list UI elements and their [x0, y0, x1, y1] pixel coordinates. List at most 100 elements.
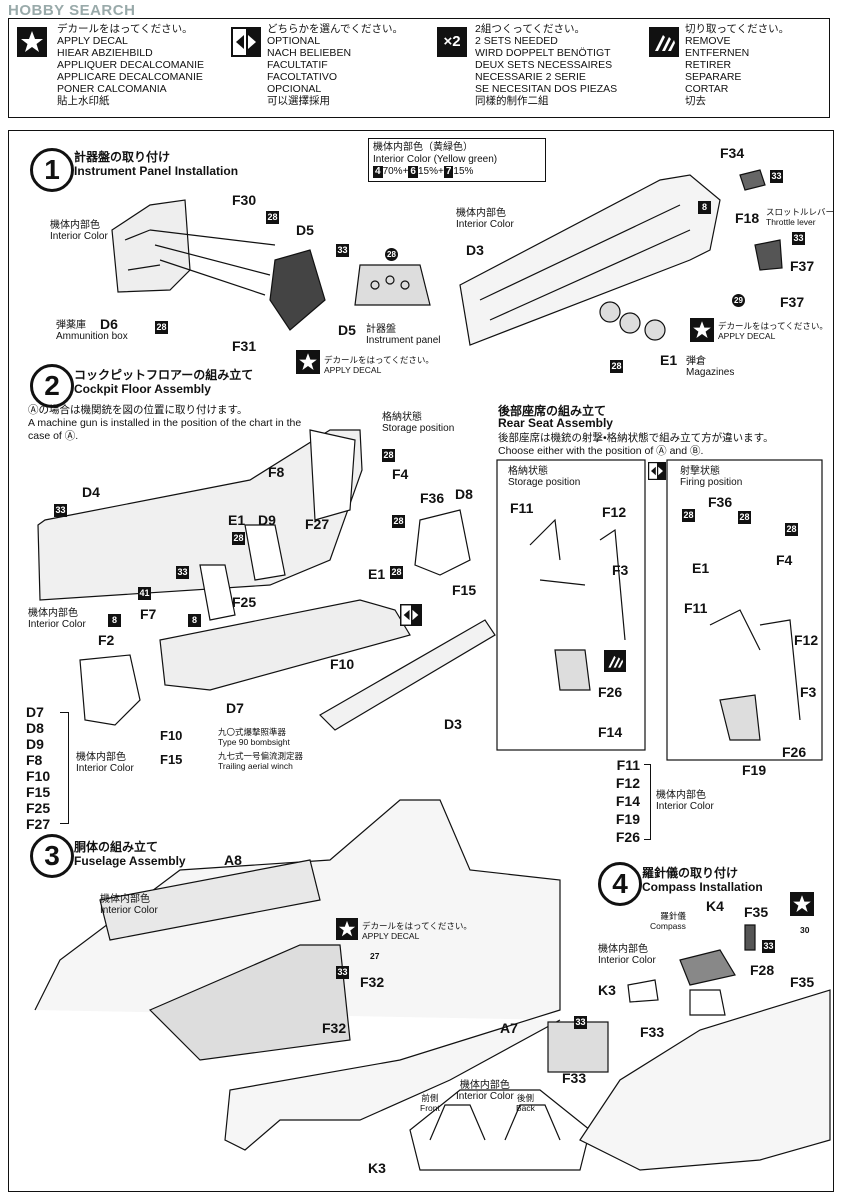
part-label: F32 [322, 1020, 347, 1036]
paint-badge: 28 [385, 248, 398, 261]
x2-icon: ×2 [437, 27, 467, 57]
list-bracket [60, 712, 69, 824]
part-label: F36 [420, 490, 445, 506]
paint-badge: 8 [698, 201, 711, 214]
part-label: F11 [684, 600, 708, 616]
paint-badge: 33 [336, 966, 349, 979]
paint-badge: 33 [770, 170, 783, 183]
part-label: F36 [708, 494, 733, 510]
part-label: D5 [338, 322, 356, 338]
paint-badge: 33 [54, 504, 67, 517]
optional-arrows-icon [400, 604, 422, 626]
part-label: F15 [452, 582, 477, 598]
step-2-title-jp: コックピットフロアーの組み立て [74, 368, 254, 382]
part-label: F25 [232, 594, 257, 610]
part-label: F10 [160, 728, 183, 743]
step-3-number: 3 [30, 834, 74, 878]
part-label: F30 [232, 192, 257, 208]
list-bracket [644, 764, 651, 840]
part-label: F12 [602, 504, 627, 520]
paint-badge: 33 [176, 566, 189, 579]
part-label: F32 [360, 974, 385, 990]
decal-star-icon [17, 27, 47, 57]
paint-badge: 28 [155, 321, 168, 334]
step-2-number: 2 [30, 364, 74, 408]
part-label: F28 [750, 962, 775, 978]
part-label: F35 [744, 904, 769, 920]
decal-star-icon [690, 318, 714, 342]
rear-seat-note: 後部座席は機銃の射撃•格納状態で組み立て方が違います。Choose either… [498, 432, 774, 457]
color-mix-box: 機体内部色（黄緑色） Interior Color (Yellow green)… [368, 138, 546, 182]
paint-badge: 41 [138, 587, 151, 600]
paint-number: 6 [408, 166, 418, 178]
part-label: F35 [790, 974, 815, 990]
step-1-title-jp: 計器盤の取り付け [74, 150, 171, 164]
paint-number-label: 30 [800, 925, 810, 935]
part-label: F37 [780, 294, 805, 310]
instruction-sheet [8, 130, 834, 1192]
part-label: F27 [305, 516, 330, 532]
part-label: F10 [330, 656, 355, 672]
part-label: F3 [800, 684, 817, 700]
part-label: F37 [790, 258, 815, 274]
part-label: F34 [720, 145, 745, 161]
part-label: E1 [660, 352, 678, 368]
part-label: F11 [510, 500, 534, 516]
rear-seat-title-jp: 後部座席の組み立て [498, 404, 607, 418]
decal-star-icon [336, 918, 358, 940]
decal-star-icon [296, 350, 320, 374]
paint-badge: 28 [785, 523, 798, 536]
part-label: F4 [776, 552, 793, 568]
cut-remove-icon [604, 650, 626, 672]
part-label: F33 [640, 1024, 665, 1040]
paint-badge: 28 [738, 511, 751, 524]
part-label: F8 [268, 464, 285, 480]
part-label: F31 [232, 338, 257, 354]
part-label: F12 [794, 632, 819, 648]
paint-badge: 28 [266, 211, 279, 224]
part-label: D5 [296, 222, 314, 238]
step-1-title-en: Instrument Panel Installation [74, 164, 239, 178]
rear-seat-title-en: Rear Seat Assembly [498, 416, 613, 430]
part-label: F19 [742, 762, 767, 778]
paint-badge: 33 [574, 1016, 587, 1029]
step-1-number: 1 [30, 148, 74, 192]
paint-badge: 33 [762, 940, 775, 953]
step-2-title-en: Cockpit Floor Assembly [74, 382, 211, 396]
part-label: D7 [226, 700, 244, 716]
part-label: K3 [368, 1160, 386, 1176]
paint-badge: 28 [682, 509, 695, 522]
paint-number: 7 [443, 166, 454, 178]
paint-badge: 8 [188, 614, 201, 627]
part-label: F26 [782, 744, 807, 760]
paint-number: 4 [373, 166, 383, 178]
paint-badge: 28 [232, 532, 245, 545]
watermark-text: HOBBY SEARCH [8, 2, 136, 19]
part-label: E1 [368, 566, 386, 582]
apply-decal-label: デカールをはってください。APPLY DECAL [362, 921, 472, 941]
optional-arrows-icon [648, 462, 666, 480]
part-label: F26 [598, 684, 623, 700]
paint-badge: 28 [382, 449, 395, 462]
step-4-number: 4 [598, 862, 642, 906]
optional-arrows-icon [231, 27, 261, 57]
